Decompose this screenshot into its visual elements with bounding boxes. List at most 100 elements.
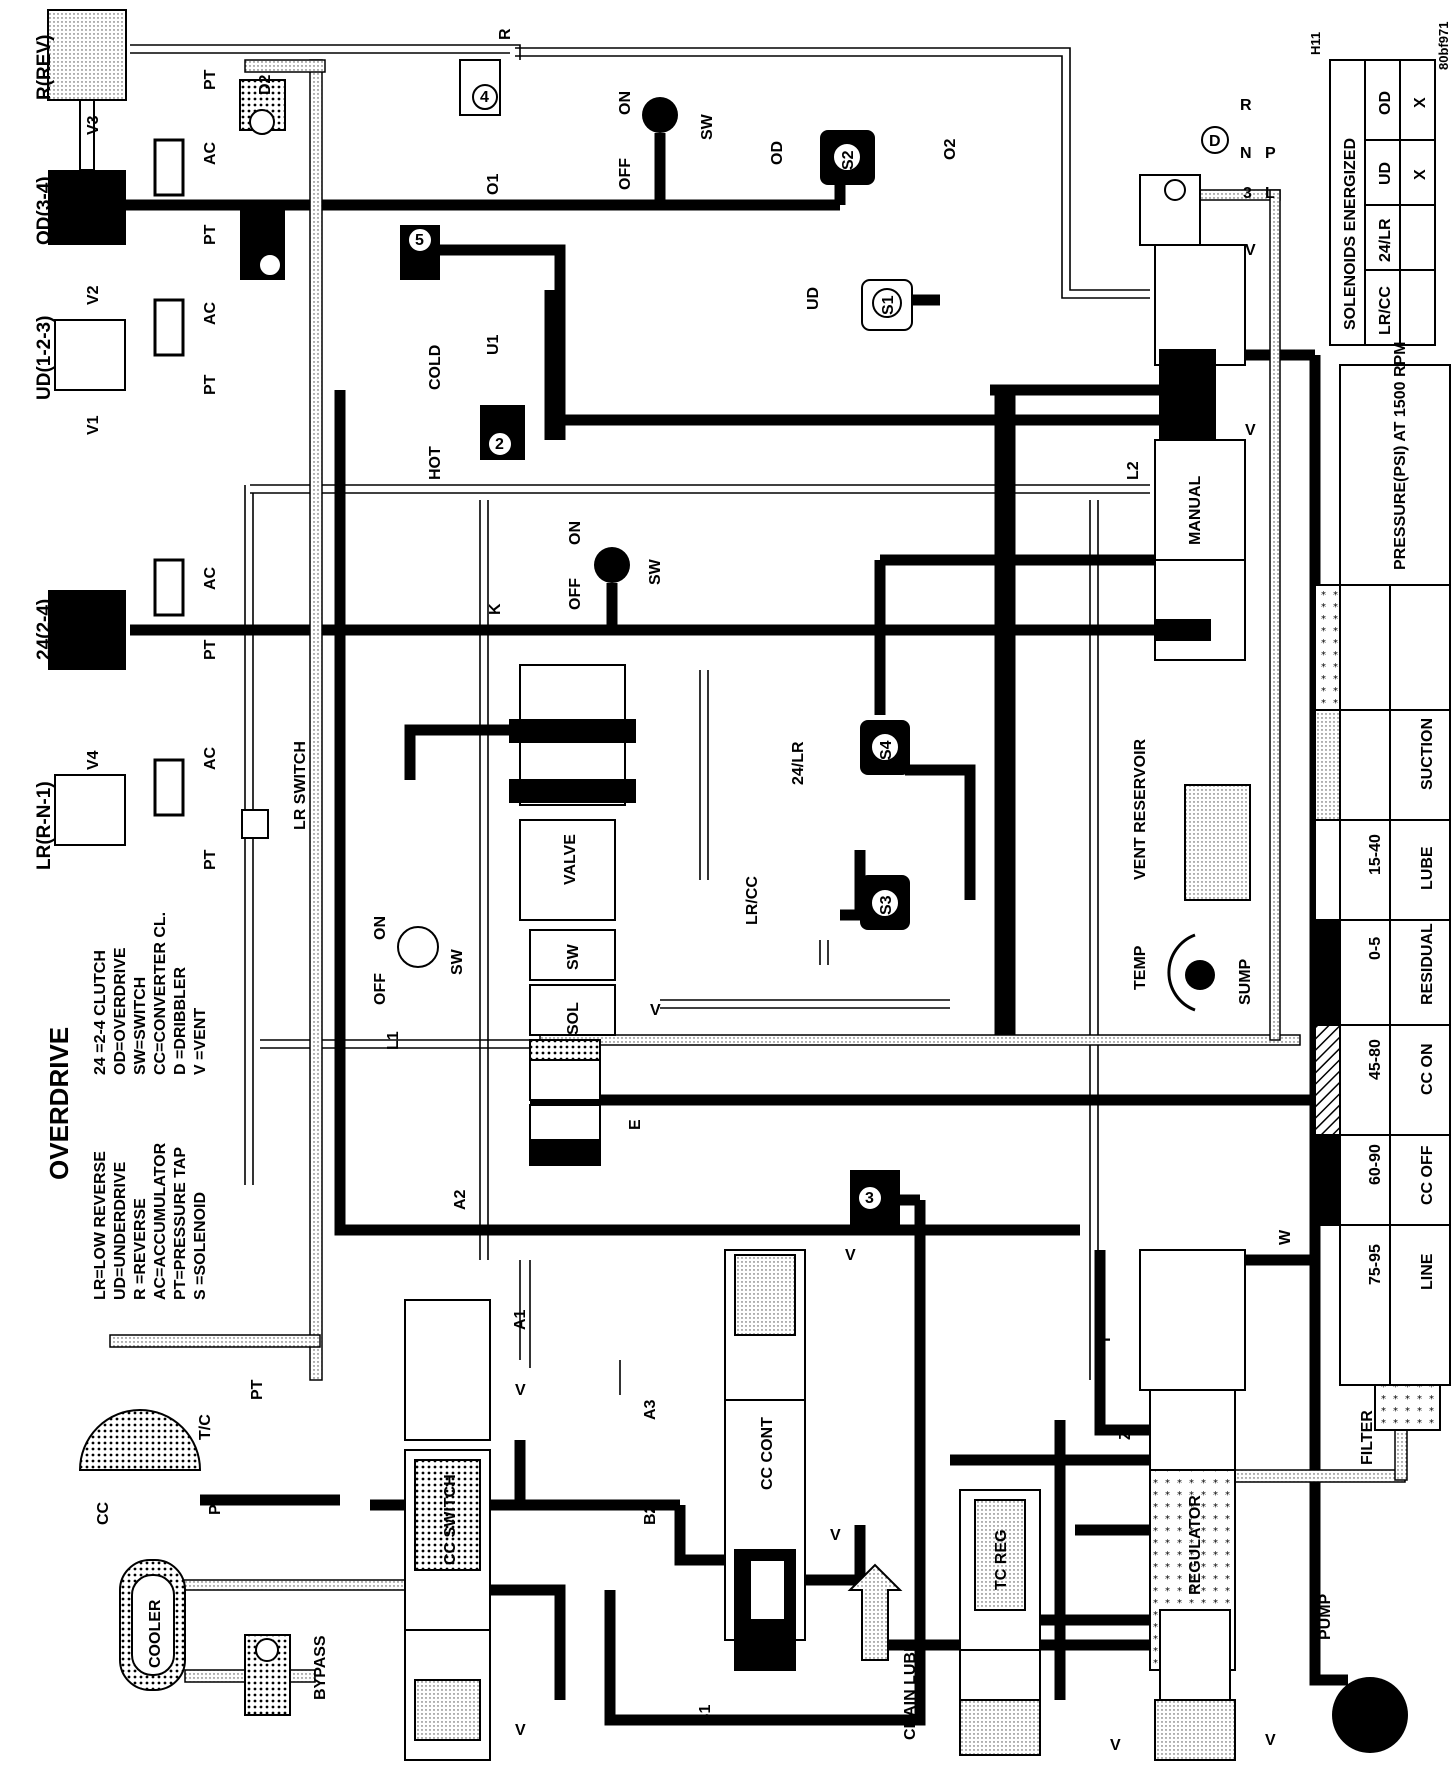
gear-3: 3 [1243,185,1252,202]
tag-pt-7: PT [207,1494,224,1515]
s4-label: S4 [878,740,895,760]
tag-u1: U1 [485,334,502,355]
tag-t: T [955,1455,972,1465]
s3-function-label: LR/CC [744,876,761,925]
cc-cont-body [724,1249,806,1671]
pump-body [1332,1677,1408,1753]
pressure-name-1: CC OFF [1419,1145,1436,1205]
solenoids-table-title: SOLENOIDS ENERGIZED [1342,138,1359,330]
pressure-key-table [1314,364,1451,1386]
lube-passages [109,59,1408,1683]
pressure-switch-2 [594,547,630,583]
solenoid-s4 [860,720,910,775]
lr-clutch [54,758,269,846]
tag-d1: D1 [257,229,274,250]
chain-lube-arrow [847,1563,903,1661]
vent-reservoir-body [1184,784,1251,901]
hot-label: HOT [427,446,444,480]
corner-code: H11 [1308,32,1323,55]
pressure-name-4: LUBE [1419,846,1436,890]
rev-clutch [47,9,127,171]
check-4-number: 4 [480,89,489,106]
tag-ac-3: AC [202,566,219,590]
tag-pt-5: PT [202,849,219,870]
tag-ac-1: AC [202,141,219,165]
tag-v-1: V [515,1722,526,1739]
solenoids-header-3: OD [1377,91,1394,115]
switch-2-sw: SW [647,558,664,585]
cc-cont-label: CC CONT [759,1417,776,1490]
tag-pt-2: PT [202,224,219,245]
lr-switch-label: LR SWITCH [292,741,309,830]
corner-ref: 80bf971 [1436,22,1451,70]
tag-v2: V2 [85,285,102,305]
s1-label: S1 [880,295,897,315]
pressure-range-3: 0-5 [1367,937,1384,960]
tag-v-7: V [1245,242,1256,259]
s2-label: S2 [840,150,857,170]
tag-v-5: V [1110,1737,1121,1754]
tag-v3: V3 [85,115,102,135]
gear-d: D [1209,133,1221,150]
legend-line-7: OD=OVERDRIVE [112,947,129,1075]
sol-valve-label: SOL [565,1002,582,1035]
pressure-range-0: 75-95 [1367,1244,1384,1285]
legend-line-2: R =REVERSE [132,1198,149,1300]
tag-l2: L2 [1125,461,1142,480]
tag-a1: A1 [512,1309,529,1330]
switch-2-off: OFF [567,578,584,610]
labels: OVERDRIVE LR=LOW REVERSE UD=UNDERDRIVE R… [34,22,1451,1754]
cc-switch-label: CC SWITCH [442,1474,459,1565]
tag-a3: A3 [642,1399,659,1420]
gear-l: L [1265,185,1275,202]
pressure-name-5: SUCTION [1419,718,1436,790]
solenoid-s2 [820,130,875,185]
cc-switch-body [404,1299,491,1761]
pump-label: PUMP [1317,1593,1334,1640]
solenoids-mark-ud: X [1412,169,1429,180]
tag-e: E [627,1119,644,1130]
diagram-title: OVERDRIVE [44,1027,74,1180]
manual-valve-valve-label: VALVE [1187,369,1204,420]
pressure-name-3: RESIDUAL [1419,923,1436,1005]
legend-line-1: UD=UNDERDRIVE [112,1161,129,1300]
ud-solenoid-label: UD [805,287,822,310]
pressure-key-title: PRESSURE(PSI) AT 1500 RPM [1392,342,1409,571]
regulator-body [1139,1249,1246,1761]
legend-line-9: CC=CONVERTER CL. [152,912,169,1075]
legend-line-5: S =SOLENOID [192,1192,209,1300]
switch-3-sw: SW [449,948,466,975]
tag-v-9: V [650,1002,661,1019]
tag-l1: L1 [385,1031,402,1050]
tag-w: W [1277,1229,1294,1245]
clutch-24-label: 24(2-4) [34,599,55,660]
check-ball-2 [480,405,525,460]
pressure-range-2: 45-80 [1367,1039,1384,1080]
check-ball-5 [400,225,440,280]
vent-reservoir-label: VENT RESERVOIR [1132,738,1149,880]
switch-3-on: ON [372,916,389,940]
tag-k: K [487,603,504,615]
solenoids-header-1: 24/LR [1377,218,1394,262]
switch-1-sw: SW [699,113,716,140]
bypass-label: BYPASS [312,1635,329,1700]
tag-ac-4: AC [202,746,219,770]
pressure-range-4: 15-40 [1367,834,1384,875]
tc-label: T/C [197,1414,214,1440]
solenoid-s3 [860,875,910,930]
clutch-24 [48,558,185,670]
sw-valve-label: SW [565,943,582,970]
cc-label: CC [95,1501,112,1525]
gear-selector-d [1201,126,1229,154]
legend-line-10: D =DRIBBLER [172,967,189,1075]
tag-z: Z [1117,1430,1134,1440]
solenoids-energized-table [1329,59,1436,346]
solenoids-header-0: LR/CC [1377,286,1394,335]
tag-b2: B2 [642,1504,659,1525]
tag-a2: A2 [452,1189,469,1210]
check-ball-4 [459,59,501,116]
tag-y: Y [1097,1334,1114,1345]
lr-clutch-label: LR(R-N-1) [34,781,55,870]
